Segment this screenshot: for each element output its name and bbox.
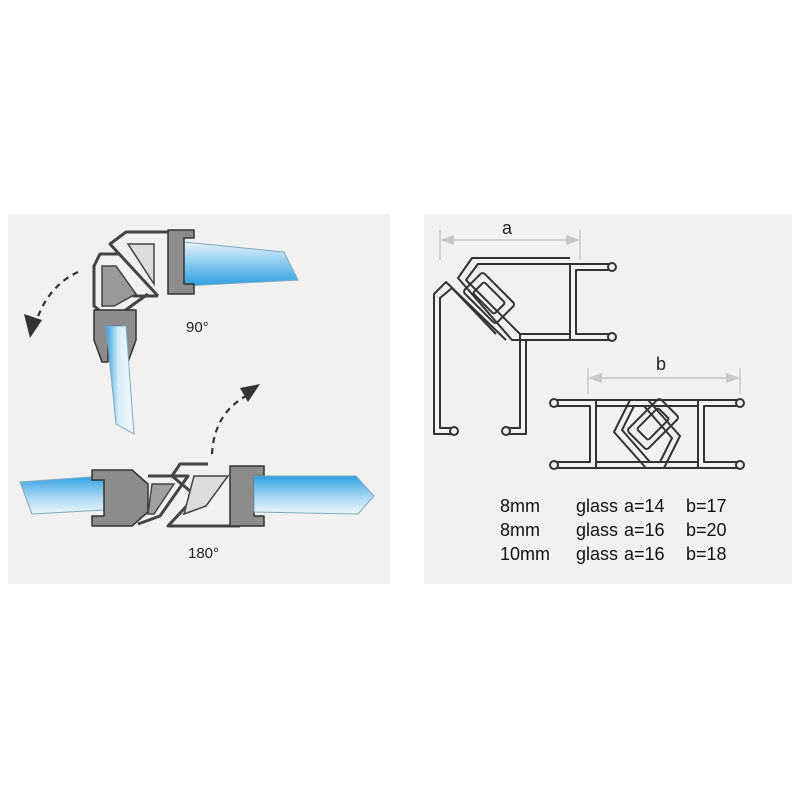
magnet-strip-lower-inner [101, 265, 138, 307]
profile-90-outline [433, 257, 617, 436]
glass-panel-vertical [105, 325, 135, 435]
spec-b: b=18 [686, 544, 727, 564]
magnet-strip-left-inner [147, 483, 176, 515]
rotation-arrow-180 [210, 395, 247, 455]
spec-thickness: 8mm [500, 520, 540, 540]
spec-row: 8mm glass a=16 b=20 [500, 520, 727, 540]
dimension-label-b: b [656, 354, 666, 374]
angle-label-180: 180° [188, 545, 219, 562]
seal-clamp-right [229, 465, 265, 527]
profile-180-outline [549, 398, 745, 470]
magnet-hook-right-inner [182, 475, 230, 516]
arrow-head-180 [240, 384, 260, 402]
right-panel: a b [424, 214, 792, 584]
spec-b: b=17 [686, 496, 727, 516]
glass-panel-left [19, 475, 105, 515]
dimension-label-a: a [502, 218, 513, 238]
hinge-seal-illustration: 90° 180° [19, 229, 375, 562]
seal-180-degree: 180° [19, 384, 375, 562]
spec-table: 8mm glass a=14 b=17 8mm glass a=16 b=20 … [500, 496, 727, 564]
spec-glass: glass [576, 544, 618, 564]
left-panel: 90° 180° [8, 214, 390, 584]
glass-panel-horizontal [183, 241, 299, 287]
spec-row: 8mm glass a=14 b=17 [500, 496, 727, 516]
magnet-hook-right [166, 462, 240, 528]
dimension-a: a [439, 218, 581, 260]
seal-clamp-left [91, 469, 149, 527]
rotation-arrow-90 [34, 271, 79, 323]
spec-a: a=16 [624, 544, 665, 564]
glass-panel-right [253, 475, 375, 515]
magnet-hook-upper-inner [126, 243, 155, 287]
angle-label-90: 90° [186, 319, 209, 336]
dimension-diagram: a b [433, 218, 745, 564]
spec-a: a=16 [624, 520, 665, 540]
dimension-b: b [587, 354, 741, 394]
spec-a: a=14 [624, 496, 665, 516]
seal-clamp-horizontal [167, 229, 195, 295]
spec-b: b=20 [686, 520, 727, 540]
seal-90-degree: 90° [24, 229, 299, 435]
spec-thickness: 8mm [500, 496, 540, 516]
arrow-head-90 [24, 314, 42, 338]
spec-glass: glass [576, 496, 618, 516]
magnet-strip-left [137, 474, 190, 526]
spec-thickness: 10mm [500, 544, 550, 564]
spec-row: 10mm glass a=16 b=18 [500, 544, 727, 564]
spec-glass: glass [576, 520, 618, 540]
